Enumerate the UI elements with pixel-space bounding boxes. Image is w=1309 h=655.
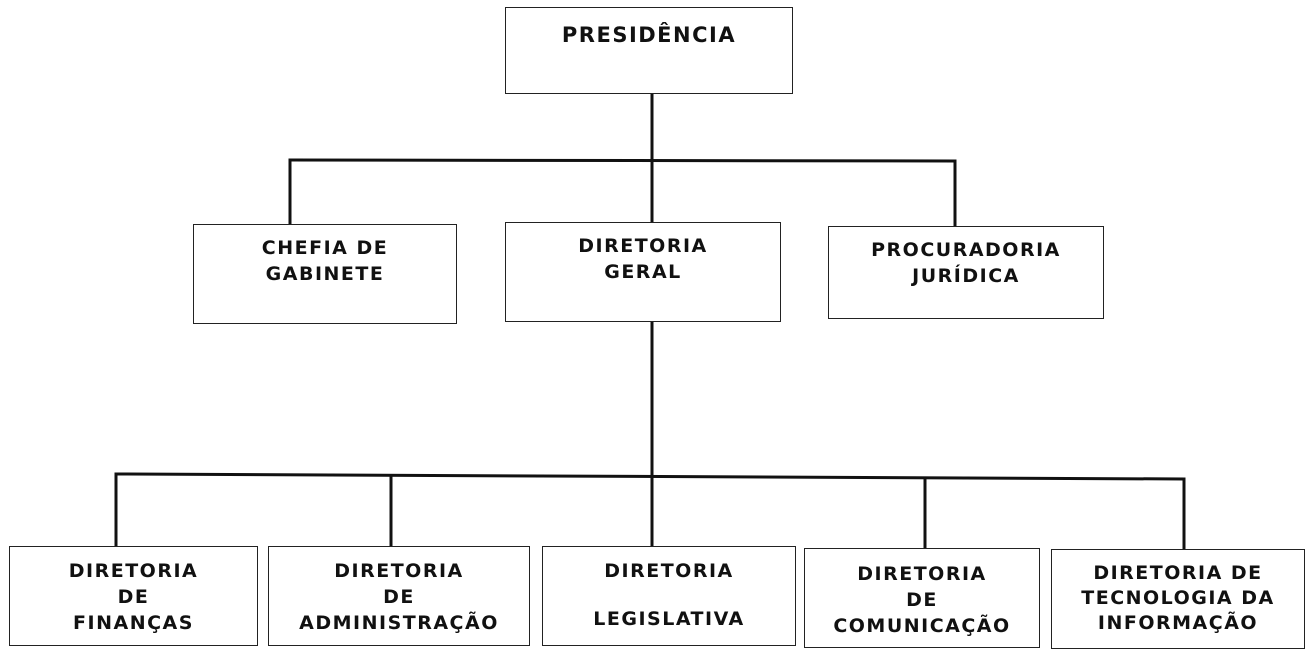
node-label-line: GERAL xyxy=(604,261,682,283)
node-diretoria-legislativa: DIRETORIA LEGISLATIVA xyxy=(542,546,796,646)
node-label-line: DIRETORIA DE xyxy=(1093,562,1263,584)
node-diretoria-de-comunicacao: DIRETORIA DE COMUNICAÇÃO xyxy=(804,548,1040,648)
node-procuradoria-juridica: PROCURADORIA JURÍDICA xyxy=(828,226,1104,319)
node-label-line: TECNOLOGIA DA xyxy=(1081,587,1275,609)
node-label-spacer xyxy=(543,584,795,606)
node-label-line: COMUNICAÇÃO xyxy=(833,615,1011,637)
node-presidencia: PRESIDÊNCIA xyxy=(505,7,793,94)
node-label-line: DIRETORIA xyxy=(578,235,708,257)
node-diretoria-de-financas: DIRETORIA DE FINANÇAS xyxy=(9,546,258,646)
connector-level3-bus xyxy=(114,472,1186,481)
node-label-line: DIRETORIA xyxy=(68,560,199,582)
node-diretoria-de-tecnologia-da-informacao: DIRETORIA DE TECNOLOGIA DA INFORMAÇÃO xyxy=(1051,549,1305,649)
node-label-line: PRESIDÊNCIA xyxy=(561,23,737,47)
node-diretoria-geral: DIRETORIA GERAL xyxy=(505,222,781,322)
node-label-line: INFORMAÇÃO xyxy=(1097,612,1259,634)
node-label-line: DE xyxy=(383,586,415,608)
node-label-line: DIRETORIA xyxy=(334,560,464,582)
node-label-line: LEGISLATIVA xyxy=(593,608,745,630)
node-label-line: CHEFIA DE xyxy=(261,237,389,259)
node-label-line: DIRETORIA xyxy=(604,560,734,582)
node-label-line: PROCURADORIA xyxy=(871,239,1061,261)
node-label-line: ADMINISTRAÇÃO xyxy=(299,612,499,634)
node-label-line: DE xyxy=(117,586,150,608)
node-label-line: FINANÇAS xyxy=(73,612,194,634)
node-label-line: JURÍDICA xyxy=(912,265,1020,287)
node-label-line: DE xyxy=(906,589,938,611)
node-label-line: DIRETORIA xyxy=(857,563,987,585)
node-label-line: GABINETE xyxy=(265,263,385,285)
connector-level2-bus xyxy=(288,158,957,163)
node-chefia-de-gabinete: CHEFIA DE GABINETE xyxy=(193,224,457,324)
node-diretoria-de-administracao: DIRETORIA DE ADMINISTRAÇÃO xyxy=(268,546,530,646)
